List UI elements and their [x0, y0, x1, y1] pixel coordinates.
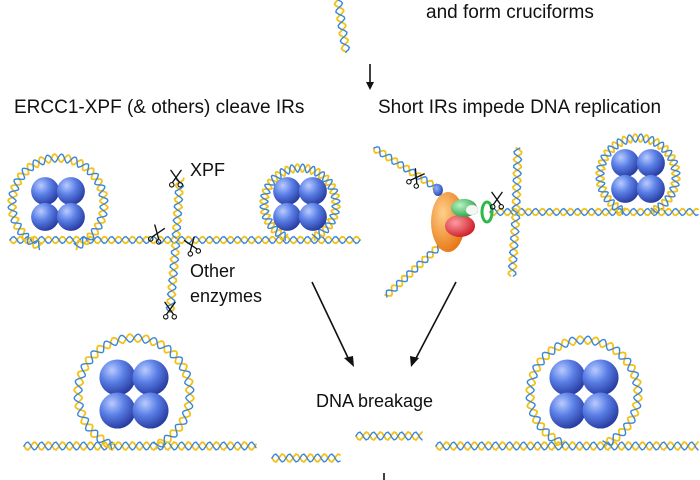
arrow-right-to-breakage [410, 281, 457, 367]
xpf-label: XPF [190, 160, 226, 180]
nucleosome-bottom-right-wrap [525, 335, 643, 448]
dna-bottom-right [435, 441, 699, 451]
dna-right-hairpin-down [507, 213, 521, 277]
polymerase-red [445, 215, 475, 237]
dna-bottom-left [23, 441, 257, 451]
dna-right-upper-arm [373, 146, 442, 193]
scissors-icon [162, 301, 178, 320]
dna-breakage-label: DNA breakage [316, 391, 434, 411]
scissors-group [147, 168, 505, 320]
scissors-icon [406, 168, 425, 189]
scissors-icon [168, 169, 184, 188]
arrow-down-icon [366, 64, 374, 90]
nucleosome-bottom-left-wrap [73, 333, 195, 450]
arrows [311, 64, 457, 480]
polymerase-white [465, 204, 479, 216]
nucleosome-bottom-right [549, 359, 619, 429]
nucleosome-left-1 [31, 177, 85, 231]
nucleosome-left-2-wrap [259, 163, 341, 241]
nucleosome-right-1 [611, 149, 665, 203]
dna-left-hairpin-down [165, 241, 181, 313]
other-enzymes-label-2: enzymes [190, 286, 263, 306]
left-heading: ERCC1-XPF (& others) cleave IRs [14, 97, 305, 118]
dna-bottom-frag-2 [355, 431, 423, 441]
replication-complex [431, 184, 494, 252]
dna-right-main [489, 207, 699, 217]
nucleosome-left-1-wrap [7, 153, 109, 251]
nucleosome-right-1-wrap [595, 133, 681, 215]
scissors-icon [489, 191, 505, 210]
right-heading: Short IRs impede DNA replication [378, 97, 662, 118]
polymerase-blue-cap [433, 184, 443, 196]
dna-left-hairpin-up [171, 177, 185, 239]
dna-bottom-frag-1 [271, 453, 341, 463]
scissors-icon [183, 236, 202, 257]
other-enzymes-label-1: Other [190, 261, 236, 281]
arrow-left-to-breakage [311, 281, 354, 367]
nucleosome-left-2 [273, 177, 327, 231]
dna-strands [7, 0, 699, 463]
dna-top-fragment [333, 0, 351, 53]
nucleosome-bottom-left [99, 359, 169, 429]
helicase-ring [480, 200, 494, 224]
dna-right-lower-arm [384, 236, 450, 298]
nucleosomes [31, 149, 665, 429]
dna-left-main [9, 235, 361, 245]
dna-right-hairpin-up [511, 147, 523, 213]
top-right-caption: and form cruciforms [426, 2, 594, 23]
scissors-icon [147, 224, 166, 245]
